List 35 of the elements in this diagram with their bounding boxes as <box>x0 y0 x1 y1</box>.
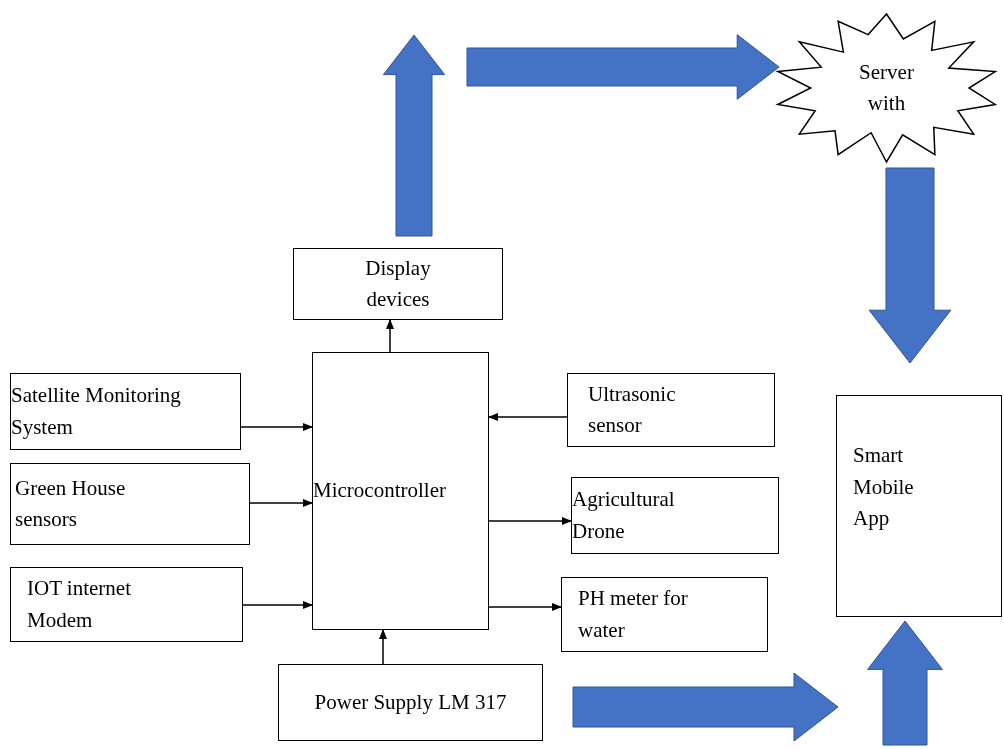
component-box <box>312 352 489 630</box>
arrow <box>386 319 394 353</box>
component-box <box>836 395 1002 617</box>
block-arrow <box>382 34 446 237</box>
component-box <box>293 248 503 320</box>
node-label: IOT internet Modem <box>27 575 132 634</box>
component-box <box>567 373 775 447</box>
node-label: Power Supply LM 317 <box>314 688 507 716</box>
node-label: Smart Mobile App <box>853 442 915 532</box>
component-box <box>10 463 250 545</box>
node-label: Ultrasonic sensor <box>588 380 677 439</box>
arrow <box>240 423 313 431</box>
arrow <box>488 603 562 611</box>
server-starburst <box>773 12 1000 164</box>
node-label: Agricultural Drone <box>572 486 676 545</box>
node-label: Satellite Monitoring System <box>11 382 182 441</box>
arrow <box>379 629 387 665</box>
arrow <box>249 499 313 507</box>
node-label: Display devices <box>364 254 432 313</box>
node-label: Green House sensors <box>15 474 127 533</box>
block-arrow <box>572 672 839 742</box>
arrow <box>242 601 313 609</box>
node-label: Server with <box>858 58 915 117</box>
block-arrow <box>868 167 952 364</box>
component-box <box>278 664 543 741</box>
component-box <box>561 577 768 652</box>
arrow <box>488 517 572 525</box>
component-box <box>10 567 243 642</box>
component-box <box>571 477 779 554</box>
arrow <box>488 413 568 421</box>
node-label: PH meter for water <box>578 585 689 644</box>
block-arrow <box>867 620 943 746</box>
node-label: Microcontroller <box>313 477 446 505</box>
component-box <box>10 373 241 450</box>
block-arrow <box>466 34 780 100</box>
